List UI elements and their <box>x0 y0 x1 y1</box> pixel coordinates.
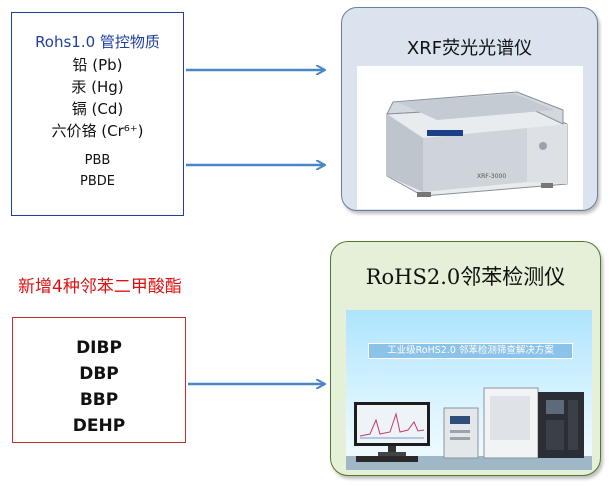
rohs1-title: Rohs1.0 管控物质 <box>35 33 160 51</box>
new-phthalates-heading: 新增4种邻苯二甲酸酯 <box>18 277 182 297</box>
substance-pbde: PBDE <box>80 174 115 189</box>
svg-text:XRF-3000: XRF-3000 <box>477 173 506 180</box>
substance-cadmium: 镉 (Cd) <box>71 100 124 118</box>
phthalate-dibp: DIBP <box>76 338 122 358</box>
phthalate-dbp: DBP <box>79 364 119 384</box>
xrf-instrument-photo: XRF-3000 <box>357 66 583 209</box>
rohs1-substances-box: Rohs1.0 管控物质 铅 (Pb) 汞 (Hg) 镉 (Cd) 六价铬 (C… <box>11 12 184 216</box>
rohs2-instrument-photo: 工业级RoHS2.0 邻苯检测筛查解决方案 <box>346 310 592 470</box>
substance-pbb: PBB <box>84 153 111 168</box>
xrf-title: XRF荧光光谱仪 <box>406 38 533 59</box>
substance-lead: 铅 (Pb) <box>72 56 123 74</box>
phthalates-box: DIBP DBP BBP DEHP <box>12 317 186 443</box>
solution-banner: 工业级RoHS2.0 邻苯检测筛查解决方案 <box>368 343 573 359</box>
substance-mercury: 汞 (Hg) <box>71 78 124 96</box>
phthalate-bbp: BBP <box>79 390 119 410</box>
phthalate-dehp: DEHP <box>72 416 126 436</box>
rohs2-title: RoHS2.0邻苯检测仪 <box>365 265 566 289</box>
substance-chromium: 六价铬 (Cr⁶⁺) <box>51 122 144 140</box>
